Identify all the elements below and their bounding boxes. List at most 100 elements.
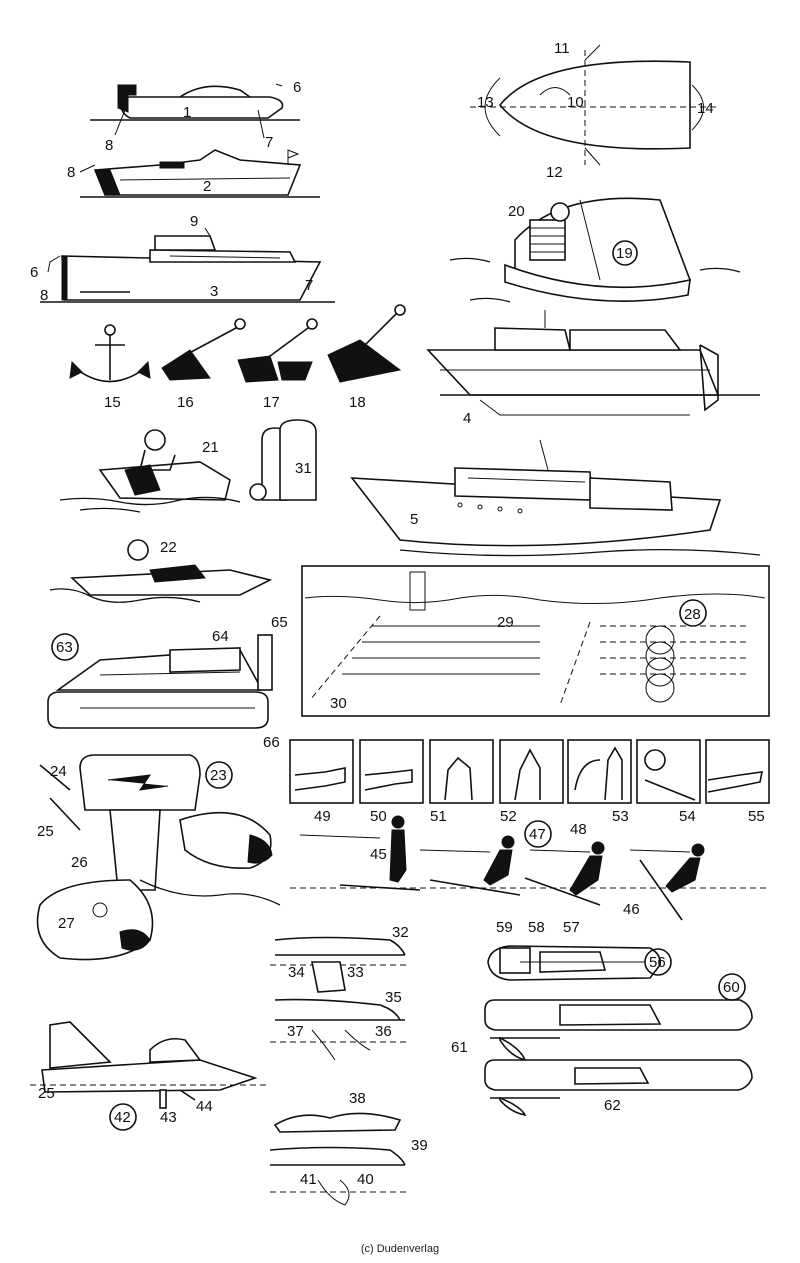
label-10: 10: [567, 94, 584, 111]
label-22: 22: [160, 539, 177, 556]
boat-3-cabin-cruiser: [40, 227, 335, 303]
label-17: 17: [263, 394, 280, 411]
label-53: 53: [612, 808, 629, 825]
label-20: 20: [508, 203, 525, 220]
anchor-17-stockless-anchor: [237, 318, 318, 383]
hydroplane-42: [30, 1021, 270, 1109]
life-raft-19: [449, 197, 741, 303]
label-32: 32: [392, 924, 409, 941]
boat-1-open-motorboat: [90, 83, 300, 139]
label-63: 63: [56, 639, 73, 656]
copyright-credit: (c) Dudenverlag: [360, 1243, 440, 1255]
label-50: 50: [370, 808, 387, 825]
label-36: 36: [375, 1023, 392, 1040]
label-42: 42: [114, 1109, 131, 1126]
label-24: 24: [50, 763, 67, 780]
water-ski-course-28: [301, 565, 770, 717]
label-40: 40: [357, 1171, 374, 1188]
label-33: 33: [347, 964, 364, 981]
label-61: 61: [451, 1039, 468, 1056]
label-55: 55: [748, 808, 765, 825]
label-15: 15: [104, 394, 121, 411]
label-1: 1: [183, 104, 191, 121]
label-45: 45: [370, 846, 387, 863]
label-57: 57: [563, 919, 580, 936]
label-51: 51: [430, 808, 447, 825]
label-7a: 7: [265, 134, 273, 151]
boat-5-large-yacht: [350, 439, 761, 557]
label-59: 59: [496, 919, 513, 936]
label-39: 39: [411, 1137, 428, 1154]
hovercraft-63: [47, 634, 273, 729]
label-25b: 25: [38, 1085, 55, 1102]
label-64: 64: [212, 628, 229, 645]
circle-63: [51, 633, 79, 661]
anchor-16-plough-anchor: [161, 318, 246, 381]
circle-47: [524, 820, 552, 848]
label-38: 38: [349, 1090, 366, 1107]
label-29: 29: [497, 614, 514, 631]
circle-42: [109, 1103, 137, 1131]
label-60: 60: [723, 979, 740, 996]
label-4: 4: [463, 410, 471, 427]
boat-plan-view-lights: [470, 44, 720, 166]
label-62: 62: [604, 1097, 621, 1114]
label-13: 13: [477, 94, 494, 111]
label-19: 19: [616, 245, 633, 262]
label-16: 16: [177, 394, 194, 411]
label-47: 47: [529, 826, 546, 843]
circle-28: [679, 599, 707, 627]
label-23: 23: [210, 767, 227, 784]
boat-21-racing-hydroplane: [59, 429, 241, 513]
label-6a: 6: [293, 79, 301, 96]
circle-56: [644, 948, 672, 976]
label-18: 18: [349, 394, 366, 411]
label-5: 5: [410, 511, 418, 528]
hull-profiles-32-41: [269, 936, 410, 1206]
label-12: 12: [546, 164, 563, 181]
label-25: 25: [37, 823, 54, 840]
label-48: 48: [570, 821, 587, 838]
label-2: 2: [203, 178, 211, 195]
label-31: 31: [295, 460, 312, 477]
label-56: 56: [649, 954, 666, 971]
label-66: 66: [263, 734, 280, 751]
label-8c: 8: [40, 287, 48, 304]
label-54: 54: [679, 808, 696, 825]
water-skiers-45-48: [290, 815, 770, 921]
label-26: 26: [71, 854, 88, 871]
circle-23: [205, 761, 233, 789]
circle-19: [612, 240, 638, 266]
anchor-18-danforth-anchor: [327, 304, 406, 383]
water-ski-60: [484, 999, 753, 1062]
label-6b: 6: [30, 264, 38, 281]
label-28: 28: [684, 606, 701, 623]
label-65: 65: [271, 614, 288, 631]
boat-4-motor-yacht: [426, 310, 760, 416]
label-41: 41: [300, 1171, 317, 1188]
label-3: 3: [210, 283, 218, 300]
label-52: 52: [500, 808, 517, 825]
outboard-motor-23: [36, 754, 281, 961]
label-11: 11: [554, 40, 570, 57]
label-14: 14: [697, 100, 714, 117]
label-7b: 7: [305, 277, 313, 294]
label-9: 9: [190, 213, 198, 230]
label-49: 49: [314, 808, 331, 825]
hand-signals-49-55: [289, 739, 770, 804]
circle-60: [718, 973, 746, 1001]
label-30: 30: [330, 695, 347, 712]
label-58: 58: [528, 919, 545, 936]
boat-2-runabout: [79, 149, 320, 198]
boat-22-speedboat: [49, 539, 273, 603]
label-37: 37: [287, 1023, 304, 1040]
label-46: 46: [623, 901, 640, 918]
label-21: 21: [202, 439, 219, 456]
label-34: 34: [288, 964, 305, 981]
label-8a: 8: [105, 137, 113, 154]
buoy-31: [249, 419, 317, 501]
label-8b: 8: [67, 164, 75, 181]
label-35: 35: [385, 989, 402, 1006]
water-ski-62: [484, 1059, 753, 1117]
